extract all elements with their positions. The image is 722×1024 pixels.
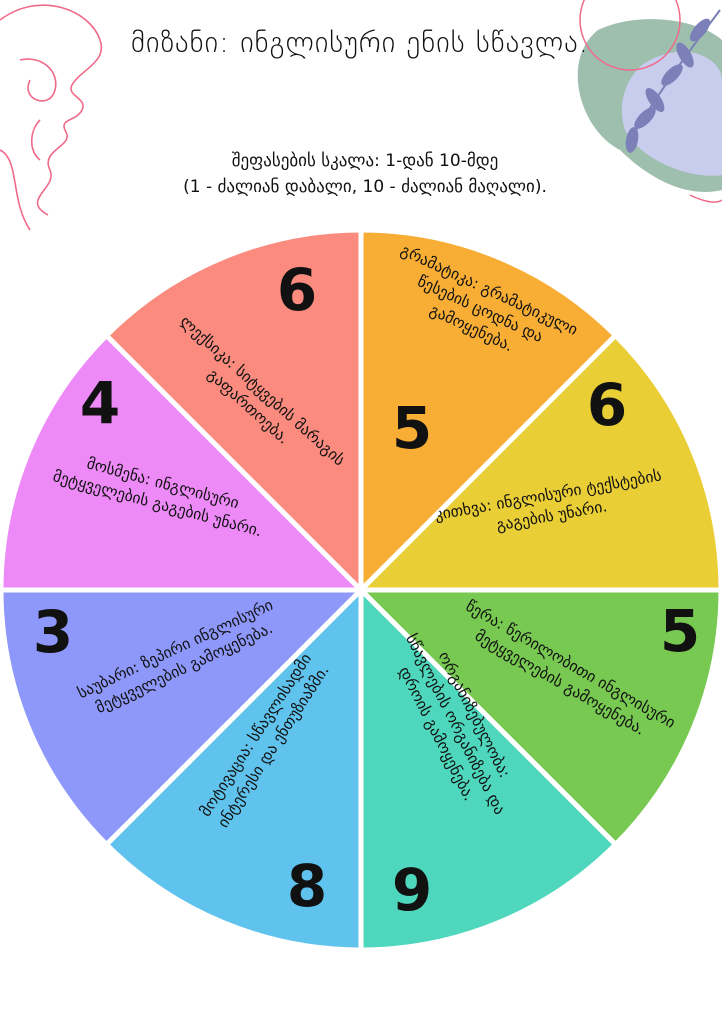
listening-score: 4 (79, 369, 121, 437)
wheel-segment-motivation (102, 583, 364, 953)
wheel-segments (0, 227, 722, 953)
page-title: მიზანი: ინგლისური ენის სწავლა. (131, 25, 589, 59)
reading-score: 6 (586, 371, 628, 439)
organization-score: 9 (391, 856, 433, 924)
wheel-segment-listening (0, 331, 368, 593)
vocabulary-score: 6 (276, 256, 318, 324)
wheel-segment-reading (354, 331, 722, 593)
wheel-segment-vocabulary (102, 227, 364, 597)
wheel-segment-speaking (0, 587, 368, 849)
wheel-segment-writing (354, 587, 722, 849)
speaking-score: 3 (32, 598, 74, 666)
skills-wheel: 5 გრამატიკა: გრამატიკული წესების ცოდნა დ… (0, 227, 722, 953)
rating-scale-line-1: შეფასების სკალა: 1-დან 10-მდე (231, 151, 499, 171)
wheel-segment-organization (358, 583, 620, 953)
grammar-score: 5 (391, 394, 433, 462)
line-art-face-icon (0, 4, 103, 231)
leaf-branch-icon (625, 9, 721, 153)
decorative-illustrations (0, 0, 722, 231)
writing-score: 5 (659, 597, 701, 665)
rating-scale-line-2: (1 - ძალიან დაბალი, 10 - ძალიან მაღალი). (183, 177, 547, 197)
wheel-segment-grammar (358, 227, 620, 597)
motivation-score: 8 (286, 852, 328, 920)
rating-scale-description: შეფასების სკალა: 1-დან 10-მდე (1 - ძალია… (100, 148, 630, 200)
